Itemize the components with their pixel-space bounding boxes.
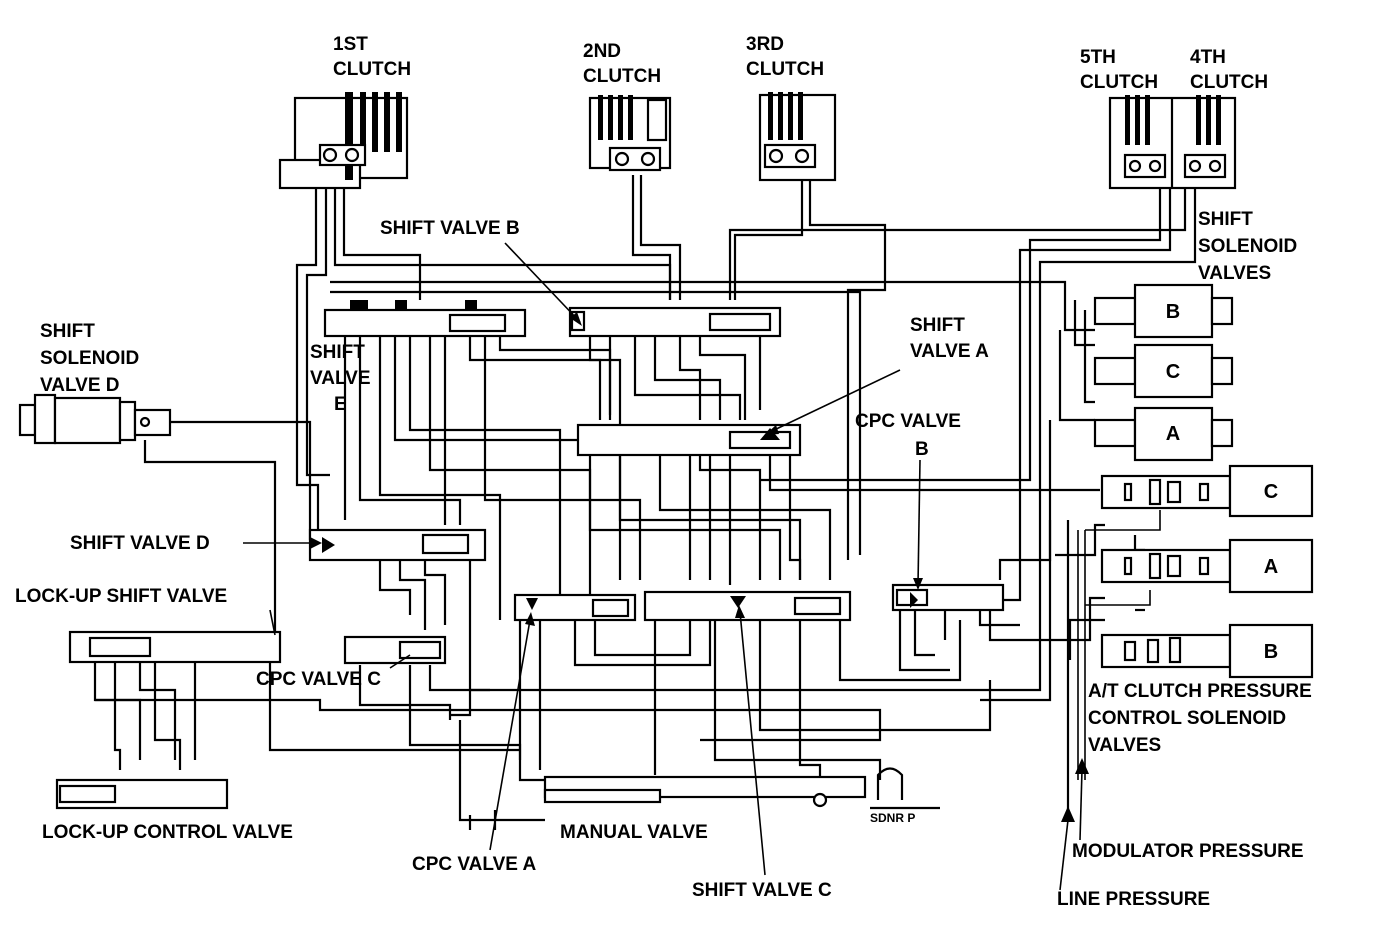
- label-lockup-control-valve: LOCK-UP CONTROL VALVE: [42, 822, 293, 843]
- label-5th-clutch: 5TH CLUTCH: [1080, 47, 1158, 93]
- label-2nd-clutch: 2ND CLUTCH: [583, 41, 661, 87]
- cpc-valve-b-body: [891, 583, 1005, 612]
- shift-solenoid-c: [1093, 343, 1234, 399]
- shift-valve-a-body: [576, 423, 802, 457]
- label-pointers: [243, 242, 1089, 891]
- label-shift-valve-c: SHIFT VALVE C: [692, 880, 832, 901]
- label-shift-valve-d: SHIFT VALVE D: [70, 533, 210, 554]
- shift-solenoid-letter-a: A: [1166, 423, 1180, 445]
- label-at-clutch-pressure-control-solenoid-valves: A/T CLUTCH PRESSURE CONTROL SOLENOID VAL…: [1088, 681, 1317, 756]
- lockup-control-valve-body: [55, 778, 229, 810]
- shift-solenoid-a: [1093, 406, 1234, 462]
- cpc-valve-c-body: [343, 635, 447, 665]
- label-cpc-valve-a: CPC VALVE A: [412, 854, 536, 875]
- label-4th-clutch: 4TH CLUTCH: [1190, 47, 1268, 93]
- shift-valve-e-body: [323, 300, 527, 338]
- label-shift-valve-a: SHIFT VALVE A: [910, 315, 989, 362]
- shift-valve-d-body: [308, 528, 487, 562]
- label-shift-solenoid-valves: SHIFT SOLENOID VALVES: [1198, 209, 1303, 284]
- shift-solenoid-b: [1093, 283, 1234, 339]
- label-cpc-valve-b: CPC VALVE B: [855, 411, 966, 460]
- label-lockup-shift-valve: LOCK-UP SHIFT VALVE: [15, 586, 227, 607]
- pressure-control-solenoid-a: [1100, 538, 1314, 594]
- label-3rd-clutch: 3RD CLUTCH: [746, 34, 824, 80]
- label-cpc-valve-c: CPC VALVE C: [256, 669, 381, 690]
- label-manual-positions: SDNR P: [870, 811, 915, 825]
- label-shift-solenoid-valve-d: SHIFT SOLENOID VALVE D: [40, 321, 145, 396]
- pcs-letter-c: C: [1264, 481, 1278, 503]
- label-modulator-pressure: MODULATOR PRESSURE: [1072, 841, 1304, 862]
- label-shift-valve-b: SHIFT VALVE B: [380, 218, 520, 239]
- clutch-1st: [278, 92, 409, 190]
- cpc-valve-a-body: [513, 593, 637, 622]
- shift-solenoid-letter-c: C: [1166, 361, 1180, 383]
- clutch-5th-4th: [1108, 95, 1237, 190]
- shift-valve-c-body: [643, 590, 852, 622]
- label-manual-valve: MANUAL VALVE: [560, 822, 708, 843]
- manual-valve-body: [543, 767, 940, 810]
- shift-solenoid-d: [18, 393, 172, 445]
- hydraulic-passages: [93, 175, 1197, 830]
- pressure-control-solenoid-c: [1100, 464, 1314, 518]
- pcs-letter-a: A: [1264, 556, 1278, 578]
- shift-valve-b-body: [568, 306, 782, 338]
- pressure-control-solenoid-b: [1100, 623, 1314, 679]
- clutch-2nd: [588, 95, 672, 172]
- clutch-3rd: [758, 92, 837, 182]
- lockup-shift-valve-body: [68, 630, 282, 664]
- label-shift-valve-e: SHIFT VALVE E: [310, 342, 376, 415]
- shift-solenoid-letter-b: B: [1166, 301, 1180, 323]
- pcs-letter-b: B: [1264, 641, 1278, 663]
- label-1st-clutch: 1ST CLUTCH: [333, 34, 411, 80]
- label-line-pressure: LINE PRESSURE: [1057, 889, 1210, 910]
